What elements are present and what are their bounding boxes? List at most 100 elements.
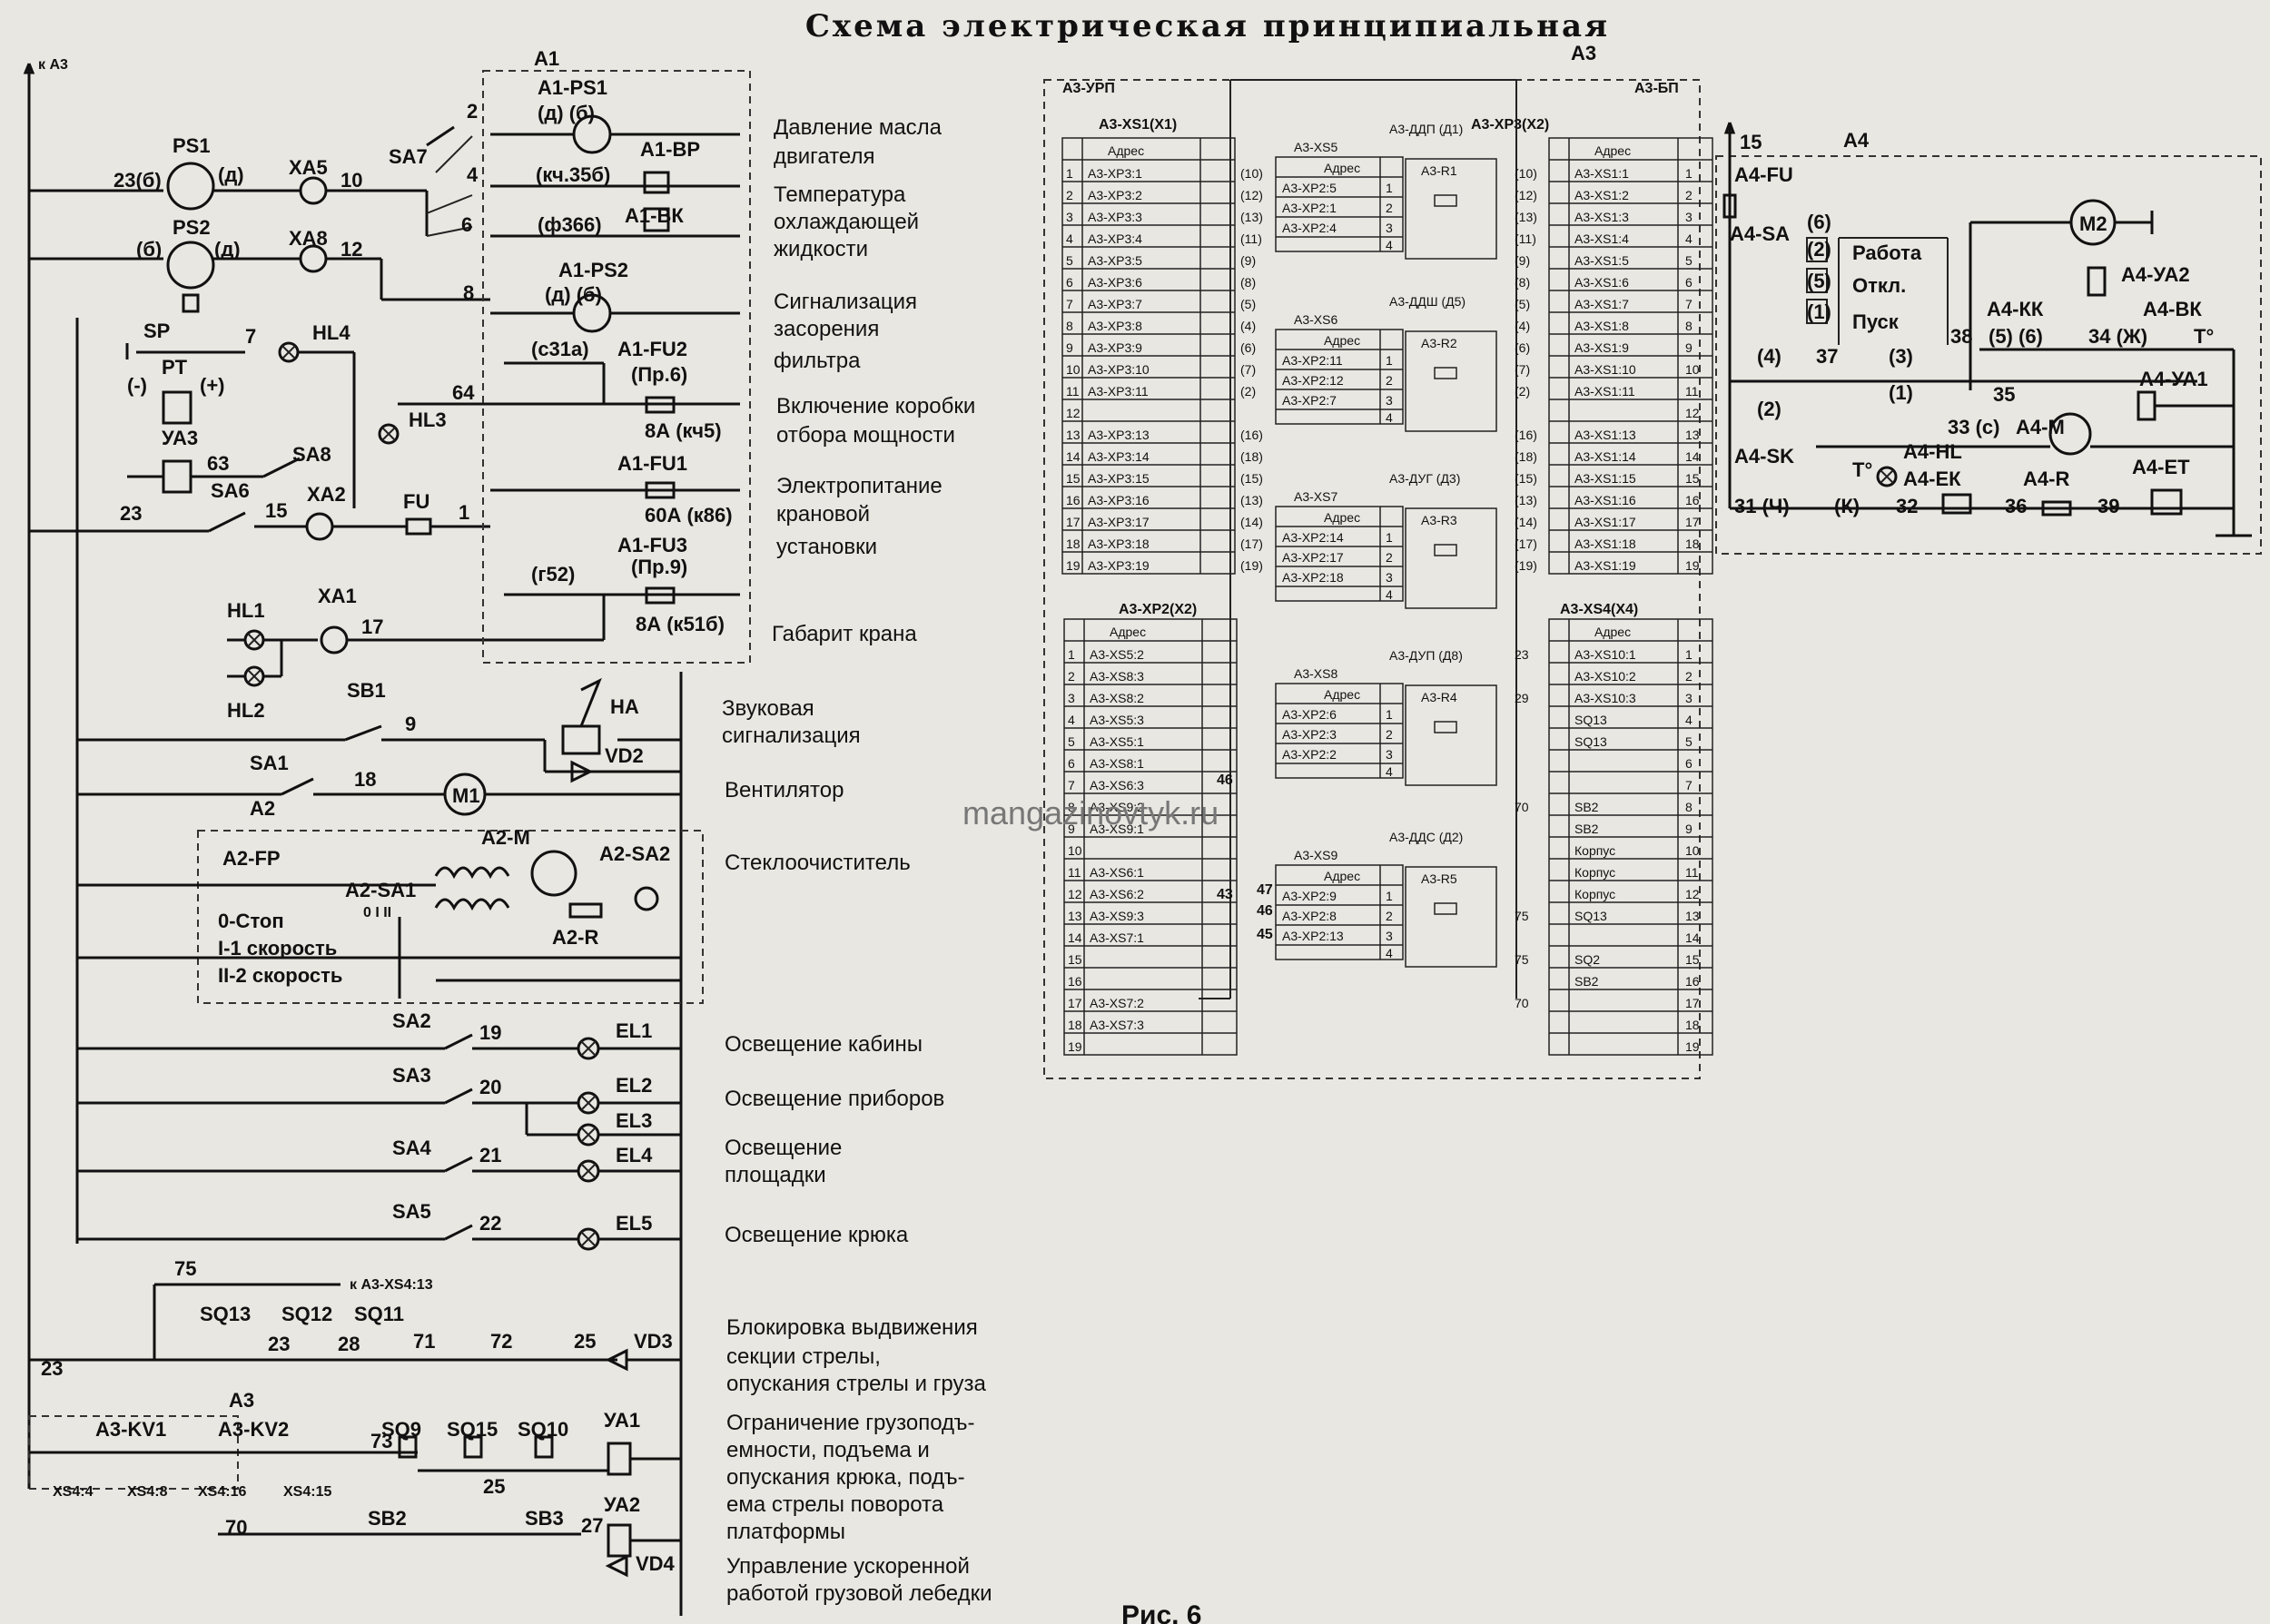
svg-text:HL2: HL2 bbox=[227, 699, 265, 722]
connector-pin-number: 16 bbox=[1685, 493, 1700, 507]
svg-text:75: 75 bbox=[174, 1257, 196, 1280]
sensor-resistor: А3-R5 bbox=[1421, 871, 1457, 886]
connector-wire: 70 bbox=[1515, 996, 1529, 1010]
svg-text:А2-М: А2-М bbox=[481, 826, 530, 849]
svg-text:сигнализация: сигнализация bbox=[722, 723, 861, 748]
connector-cell: SQ2 bbox=[1574, 952, 1600, 967]
svg-text:XS4:16: XS4:16 bbox=[198, 1484, 246, 1500]
connector-pin-number: 9 bbox=[1068, 822, 1075, 836]
connector-pin-number: 18 bbox=[1068, 1018, 1082, 1032]
connector-pin-number: 14 bbox=[1068, 930, 1082, 945]
svg-text:А3-XS4(X4): А3-XS4(X4) bbox=[1560, 602, 1638, 617]
sensor-address-header: Адрес bbox=[1324, 687, 1360, 702]
connector-wire: (9) bbox=[1240, 253, 1256, 268]
sensor-row: А3-XP2:17 bbox=[1282, 550, 1344, 565]
connector-pin-number: 14 bbox=[1066, 449, 1081, 464]
connector-pin-number: 7 bbox=[1066, 297, 1073, 311]
connector-wire: (7) bbox=[1515, 362, 1530, 377]
connector-pin-number: 8 bbox=[1685, 319, 1693, 333]
svg-text:SA5: SA5 bbox=[392, 1200, 431, 1223]
svg-text:71: 71 bbox=[413, 1330, 435, 1353]
connector-pin-number: 16 bbox=[1068, 974, 1082, 989]
svg-text:SQ13: SQ13 bbox=[200, 1303, 251, 1325]
sensor-row: А3-XP2:7 bbox=[1282, 393, 1337, 408]
connector-cell: А3-XS1:14 bbox=[1574, 449, 1636, 464]
sensor-row: А3-XP2:6 bbox=[1282, 707, 1337, 722]
connector-wire: (5) bbox=[1515, 297, 1530, 311]
fan-block: SA1 А2 18 М1 bbox=[77, 752, 681, 820]
svg-text:0 I II: 0 I II bbox=[363, 905, 391, 920]
svg-text:VD4: VD4 bbox=[636, 1552, 676, 1575]
sensor-resistor: А3-R3 bbox=[1421, 513, 1457, 527]
svg-text:А4-HL: А4-HL bbox=[1903, 440, 1962, 463]
svg-text:72: 72 bbox=[490, 1330, 512, 1353]
svg-text:31 (Ч): 31 (Ч) bbox=[1734, 495, 1790, 517]
connector-wire: (6) bbox=[1515, 340, 1530, 355]
svg-text:6: 6 bbox=[461, 213, 472, 236]
svg-text:А1-ВР: А1-ВР bbox=[640, 138, 700, 161]
svg-text:EL4: EL4 bbox=[616, 1144, 653, 1166]
connector-wire: (19) bbox=[1515, 558, 1537, 573]
ps1-row: 23(б) PS1 (д) ХА5 10 bbox=[29, 134, 427, 211]
connector-cell: А3-XS1:6 bbox=[1574, 275, 1629, 290]
svg-text:Т°: Т° bbox=[1852, 458, 1872, 481]
connector-pin-number: 8 bbox=[1066, 319, 1073, 333]
svg-text:SA3: SA3 bbox=[392, 1064, 431, 1087]
ps2-row: (б) PS2 (д) ХА8 12 bbox=[29, 216, 381, 313]
sensor-row: А3-XP2:5 bbox=[1282, 181, 1337, 195]
svg-text:70: 70 bbox=[225, 1516, 247, 1539]
svg-text:0-Стоп: 0-Стоп bbox=[218, 910, 284, 932]
svg-text:НА: НА bbox=[610, 695, 639, 718]
connector-cell: SB2 bbox=[1574, 822, 1599, 836]
svg-text:(4): (4) bbox=[1757, 345, 1781, 368]
hl1-hl2-block: HL1 HL2 ХА1 17 bbox=[227, 585, 490, 722]
connector-pin-number: 5 bbox=[1068, 734, 1075, 749]
connector-pin-number: 17 bbox=[1685, 996, 1700, 1010]
svg-text:HL3: HL3 bbox=[409, 408, 447, 431]
connector-wire: (17) bbox=[1515, 536, 1537, 551]
connector-wire: (11) bbox=[1515, 231, 1536, 246]
svg-text:(ф366): (ф366) bbox=[538, 213, 602, 236]
connector-cell: Корпус bbox=[1574, 887, 1615, 901]
connector-cell: SQ13 bbox=[1574, 713, 1607, 727]
svg-text:фильтра: фильтра bbox=[774, 349, 861, 373]
svg-text:А4-R: А4-R bbox=[2023, 468, 2069, 490]
svg-text:работой грузовой лебедки: работой грузовой лебедки bbox=[726, 1581, 992, 1606]
schematic-title: Схема электрическая принципиальная bbox=[805, 8, 1610, 44]
svg-text:A2-FP: A2-FP bbox=[222, 847, 281, 870]
svg-text:емности, подъема и: емности, подъема и bbox=[726, 1438, 930, 1462]
svg-text:1: 1 bbox=[459, 501, 469, 524]
label-gauge-light: Освещение приборов bbox=[725, 1087, 944, 1111]
svg-text:(г52): (г52) bbox=[531, 563, 575, 586]
connector-cell: А3-XP3:10 bbox=[1088, 362, 1150, 377]
sensor-pin: 3 bbox=[1386, 221, 1393, 235]
svg-text:45: 45 bbox=[1257, 927, 1273, 942]
svg-text:22: 22 bbox=[479, 1212, 501, 1235]
svg-text:А2-R: А2-R bbox=[552, 926, 598, 949]
connector-address-header: Адрес bbox=[1108, 143, 1144, 158]
svg-text:А1-PS1: А1-PS1 bbox=[538, 76, 607, 99]
svg-text:ХА1: ХА1 bbox=[318, 585, 357, 607]
connector-pin-number: 10 bbox=[1685, 362, 1700, 377]
sensor-row: А3-XP2:18 bbox=[1282, 570, 1344, 585]
svg-text:PT: PT bbox=[162, 356, 188, 379]
sensor-address-header: Адрес bbox=[1324, 333, 1360, 348]
svg-text:39: 39 bbox=[2097, 495, 2119, 517]
svg-text:I-1 скорость: I-1 скорость bbox=[218, 937, 337, 960]
connector-pin-number: 2 bbox=[1685, 188, 1693, 202]
svg-text:25: 25 bbox=[483, 1475, 505, 1498]
sensor-pin: 2 bbox=[1386, 550, 1393, 565]
connector-cell: А3-XP3:7 bbox=[1088, 297, 1142, 311]
connector-cell: А3-XS10:1 bbox=[1574, 647, 1636, 662]
connector-cell: А3-XS8:1 bbox=[1090, 756, 1144, 771]
connector-pin-number: 18 bbox=[1066, 536, 1081, 551]
connector-pin-number: 3 bbox=[1068, 691, 1075, 705]
sensor-connector: А3-XS8 bbox=[1294, 666, 1337, 681]
sensor-name: А3-ДУП (Д8) bbox=[1389, 648, 1463, 663]
connector-pin-number: 14 bbox=[1685, 449, 1700, 464]
sensor-pin: 3 bbox=[1386, 570, 1393, 585]
svg-text:23: 23 bbox=[41, 1357, 63, 1380]
connector-cell: А3-XS1:13 bbox=[1574, 428, 1636, 442]
connector-cell: А3-XS5:3 bbox=[1090, 713, 1144, 727]
connector-pin-number: 4 bbox=[1068, 713, 1075, 727]
